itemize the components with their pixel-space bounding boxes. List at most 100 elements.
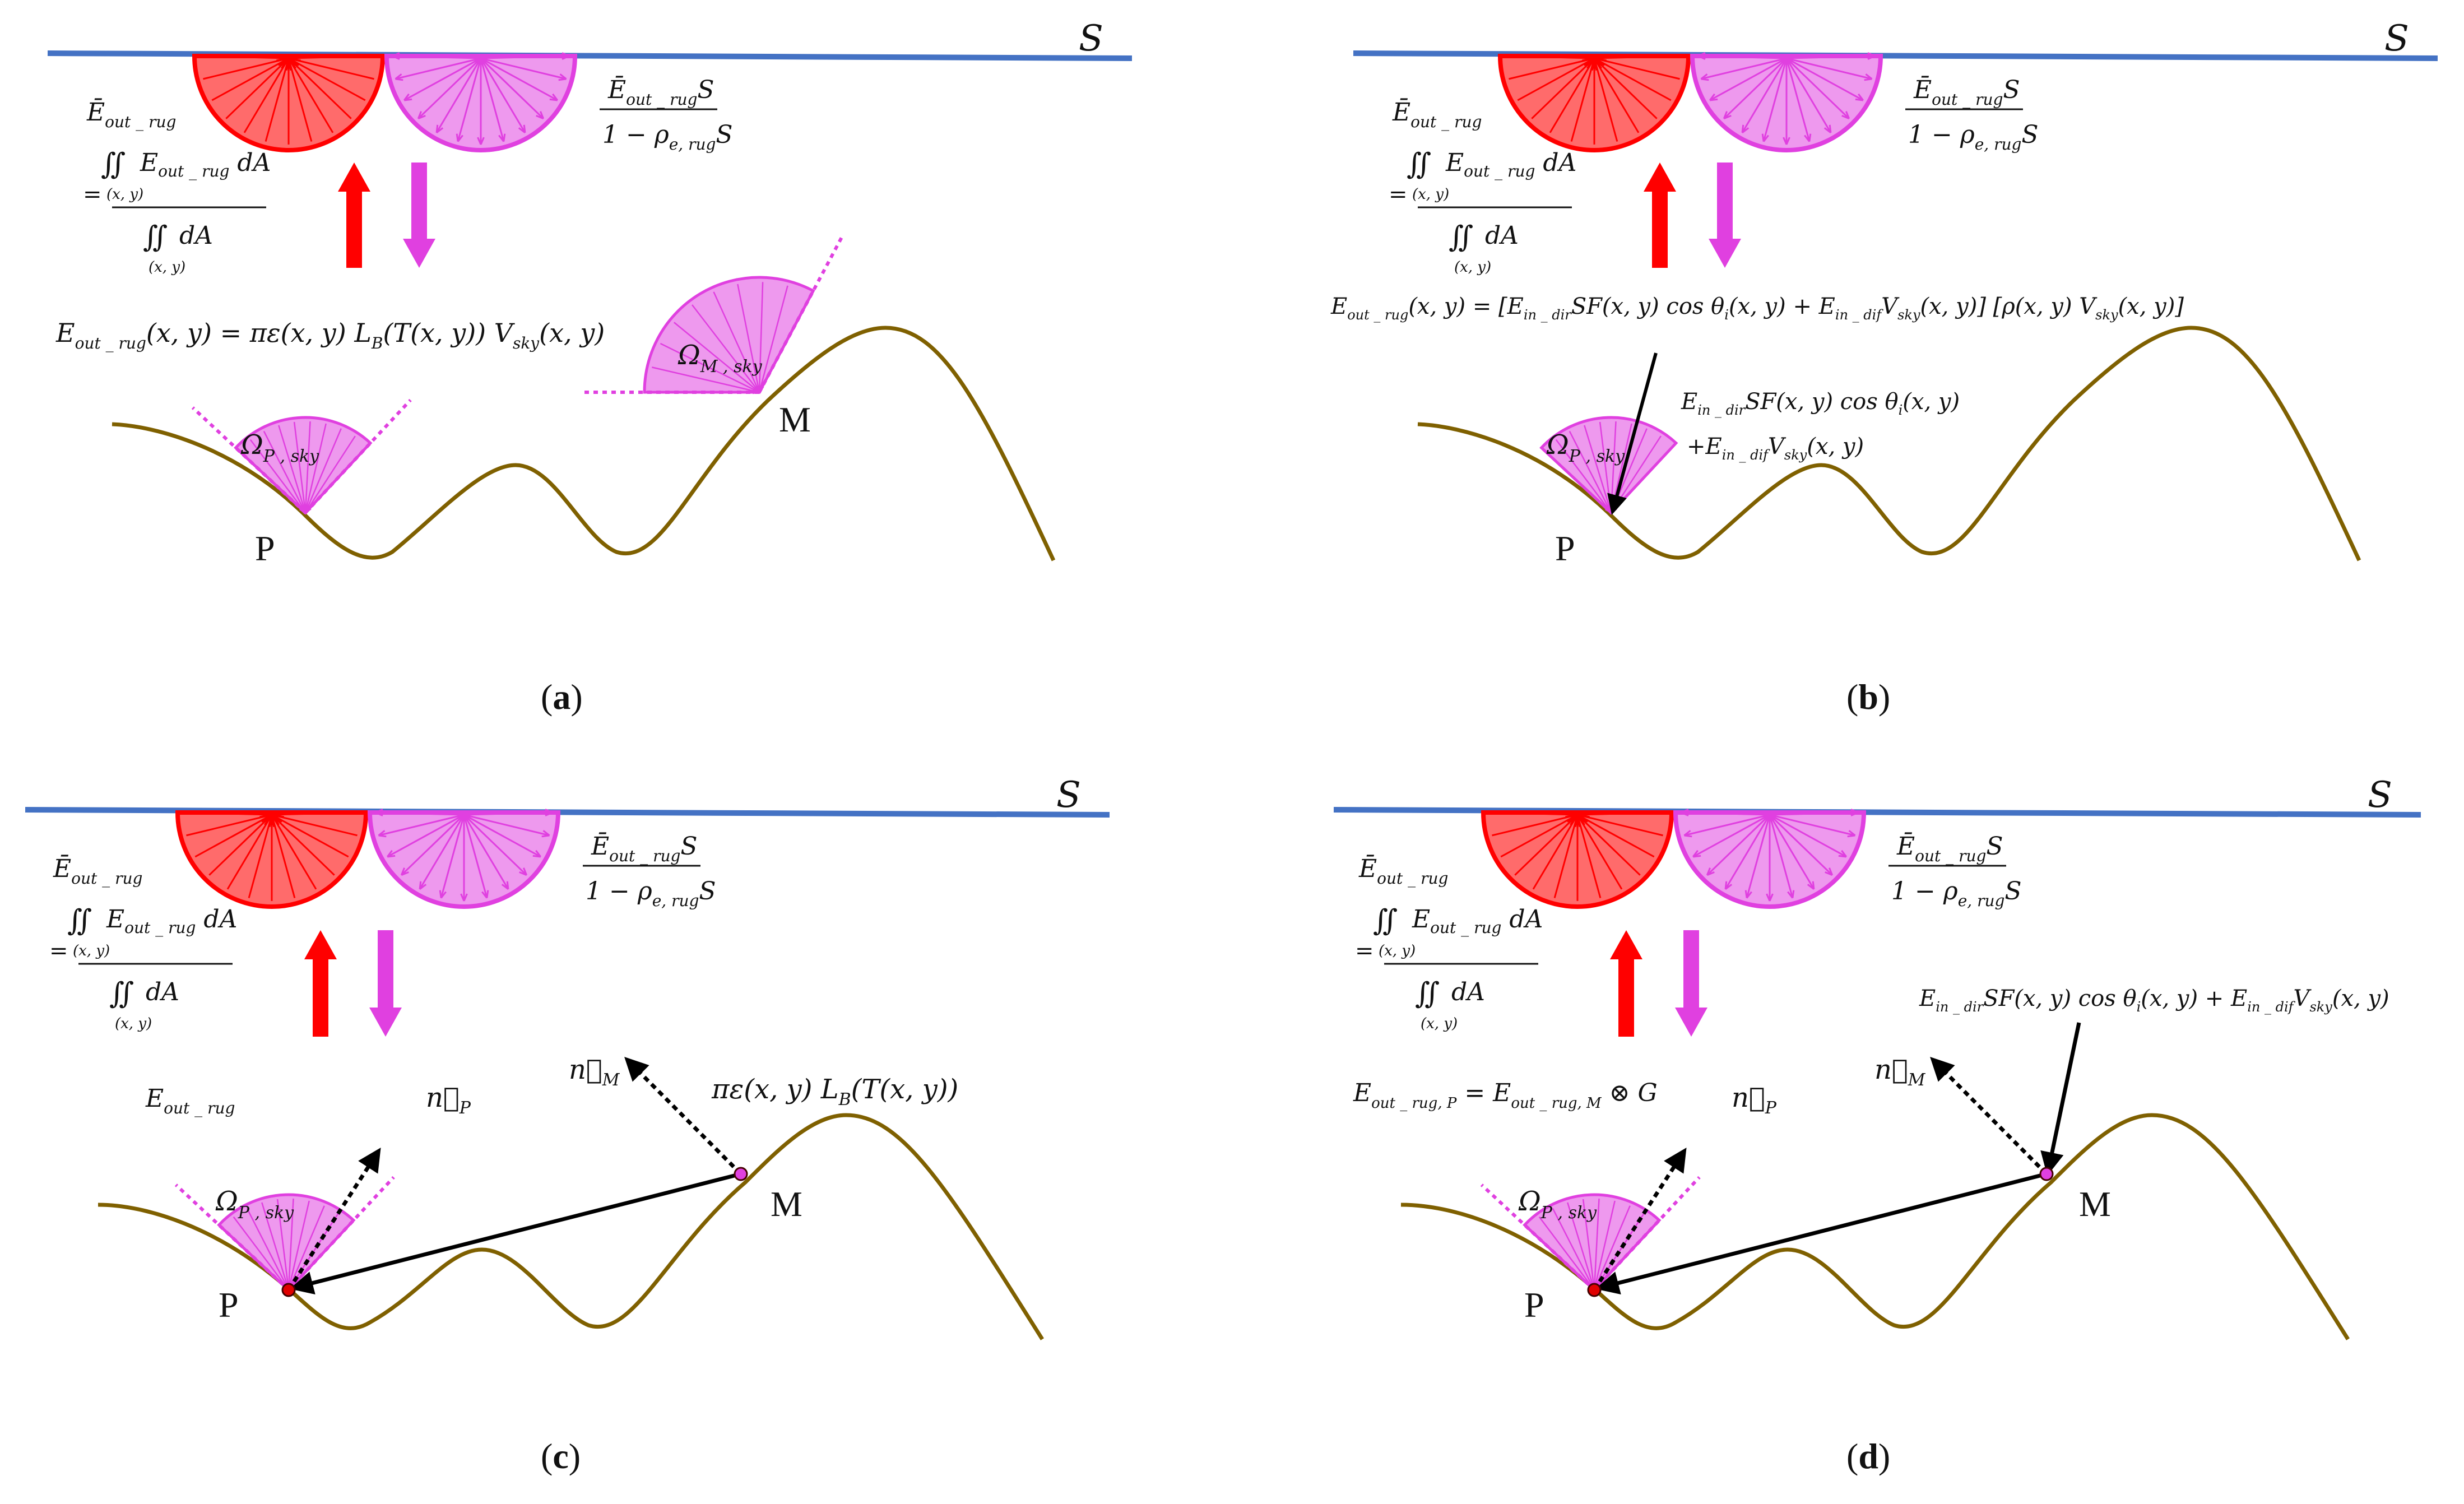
emission-hemisphere	[1481, 810, 1674, 909]
ray	[1746, 814, 1771, 898]
point-m-marker	[2039, 1167, 2054, 1181]
ray	[1769, 814, 1855, 837]
ray	[1509, 57, 1595, 80]
panel-caption: (b)	[1846, 677, 1890, 717]
surface-label: S	[2384, 18, 2409, 59]
down-arrow	[1675, 930, 1707, 1037]
ray-head	[558, 73, 567, 81]
svg-text:=: =	[1389, 182, 1408, 207]
ray	[1709, 57, 1787, 101]
ray	[417, 57, 482, 119]
ray	[480, 55, 569, 59]
ray-head	[1692, 850, 1701, 858]
convolution-equation: Eout _ rug, P = Eout _ rug, M ⊗ G	[1353, 1079, 1658, 1112]
svg-text:(x, y): (x, y)	[149, 259, 185, 276]
emission-hemisphere	[1497, 54, 1691, 152]
ray	[271, 814, 317, 890]
svg-text:∬: ∬	[109, 977, 134, 1010]
ray	[211, 57, 289, 101]
ray	[287, 58, 313, 142]
cone-ray	[304, 423, 327, 513]
down-arrow	[369, 930, 402, 1037]
mean-formula: Ēout _ rug ∬ Eout _ rug dA = (x, y) ∬ dA…	[1389, 98, 1576, 276]
cone-ray	[1555, 439, 1612, 513]
ratio-formula: Ēout _ rugS 1 − ρe, rugS	[600, 75, 733, 154]
cone-ray	[1593, 1198, 1600, 1291]
ray	[1577, 811, 1666, 816]
ray-head	[498, 133, 506, 142]
cone-ray	[278, 425, 307, 513]
ray	[1723, 57, 1788, 119]
ray	[271, 811, 360, 816]
ray-head	[1766, 893, 1774, 902]
sky-hemisphere	[1673, 809, 1867, 909]
ray	[288, 57, 366, 101]
ray	[186, 814, 272, 837]
ray	[463, 814, 488, 898]
svg-text:(x, y): (x, y)	[115, 1015, 152, 1032]
ray	[1698, 55, 1787, 59]
emission-hemisphere	[192, 54, 386, 152]
ray-head	[1787, 890, 1795, 899]
cone-ray	[673, 322, 760, 393]
ray	[288, 57, 374, 80]
ray	[1769, 811, 1858, 816]
point-m-label: M	[771, 1184, 802, 1224]
ray	[480, 58, 526, 133]
svg-text:1 − ρe, rugS: 1 − ρe, rugS	[602, 120, 733, 154]
ray-head	[481, 890, 489, 899]
horizon-line	[758, 234, 844, 393]
ray	[1706, 814, 1771, 876]
incident-equation-2: +Ein _ difVsky(x, y)	[1687, 434, 1864, 463]
arrow-shape	[304, 930, 337, 1037]
ray-head	[1847, 830, 1856, 838]
svg-text:Ēout _ rugS: Ēout _ rugS	[1913, 75, 2020, 109]
mean-formula: Ēout _ rug ∬ Eout _ rug dA = (x, y) ∬ dA…	[83, 98, 271, 276]
ray	[1576, 814, 1641, 876]
ray	[1593, 57, 1658, 119]
cone-ray	[1569, 431, 1612, 513]
ray	[1785, 57, 1850, 119]
ray	[271, 814, 349, 858]
main-equation: Eout _ rug(x, y) = [Ein _ dirSF(x, y) co…	[1330, 294, 2184, 323]
arrow-shape	[1675, 930, 1707, 1037]
ray-head	[1700, 73, 1709, 81]
ray	[1506, 55, 1595, 59]
ray	[1492, 814, 1578, 837]
ray-head	[1577, 814, 1590, 819]
ray-head	[477, 137, 485, 145]
ray	[1594, 57, 1680, 80]
point-p-label: P	[1524, 1285, 1544, 1325]
ray	[1701, 57, 1787, 80]
ray-head	[1867, 52, 1876, 60]
ray-head	[1807, 881, 1815, 890]
arrow-shape	[1610, 930, 1642, 1037]
terrain-profile	[112, 326, 1056, 561]
ray	[1576, 814, 1602, 898]
svg-text:(x, y): (x, y)	[1412, 186, 1449, 203]
ray	[463, 814, 541, 858]
m-to-p-vector	[1595, 1172, 2047, 1295]
ray	[225, 57, 290, 119]
horizon-line	[1480, 1183, 1596, 1292]
ray	[480, 57, 558, 101]
cone-ray	[276, 1199, 290, 1291]
ray	[1500, 814, 1578, 858]
arrow-shape	[1644, 163, 1676, 268]
omega-p-label: ΩP , sky	[1518, 1186, 1597, 1223]
ray	[208, 814, 273, 876]
ray	[194, 814, 272, 858]
svg-text:1 − ρe, rugS: 1 − ρe, rugS	[1908, 120, 2039, 154]
ray-head	[545, 809, 553, 816]
cone-ray	[692, 304, 760, 393]
nm-label: n⃗M	[1874, 1054, 1926, 1090]
ray-head	[375, 809, 383, 816]
ray-head	[1744, 890, 1752, 899]
ray	[1531, 57, 1595, 119]
point-p-label: P	[255, 528, 275, 568]
ray	[183, 811, 272, 816]
ray	[463, 811, 553, 816]
svg-text:(x, y): (x, y)	[1379, 943, 1416, 959]
ray	[200, 55, 289, 59]
